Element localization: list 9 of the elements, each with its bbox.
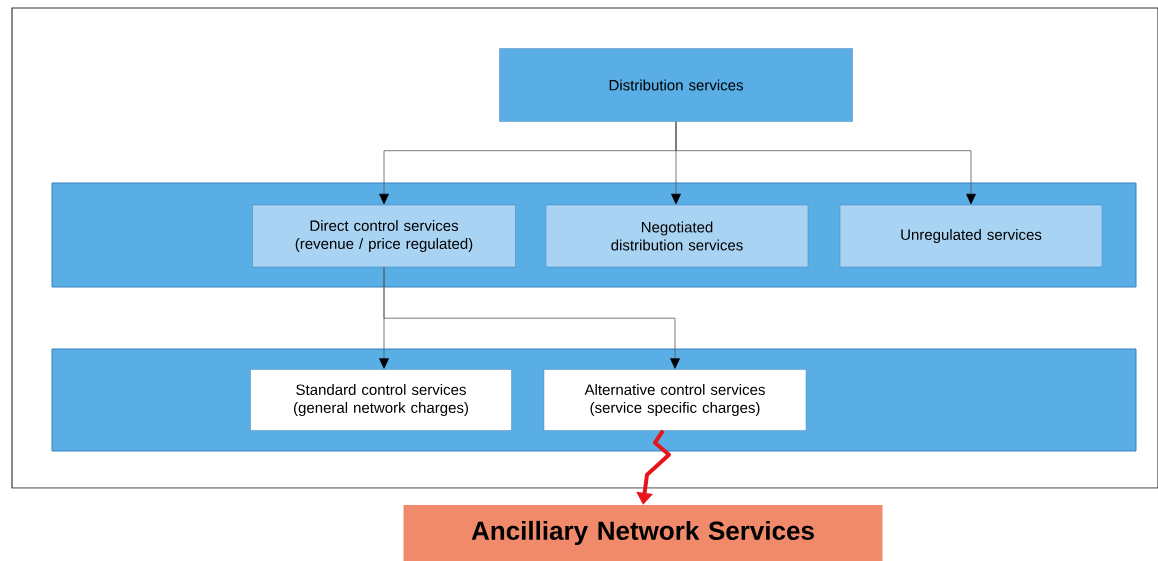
- process-box: Standard control services (general network charges): [250, 369, 512, 431]
- arrow: [383, 266, 680, 369]
- process-box: Ancilliary Network Services: [403, 505, 883, 561]
- process-box: Distribution services: [499, 48, 853, 122]
- process-box: Negotiated distribution services: [545, 204, 809, 268]
- process-box: Alternative control services (service specific charges): [543, 369, 807, 431]
- process-box: Direct control services (revenue / price regulated): [252, 204, 516, 268]
- arrow: [675, 121, 976, 205]
- process-box: Unregulated services: [839, 204, 1103, 268]
